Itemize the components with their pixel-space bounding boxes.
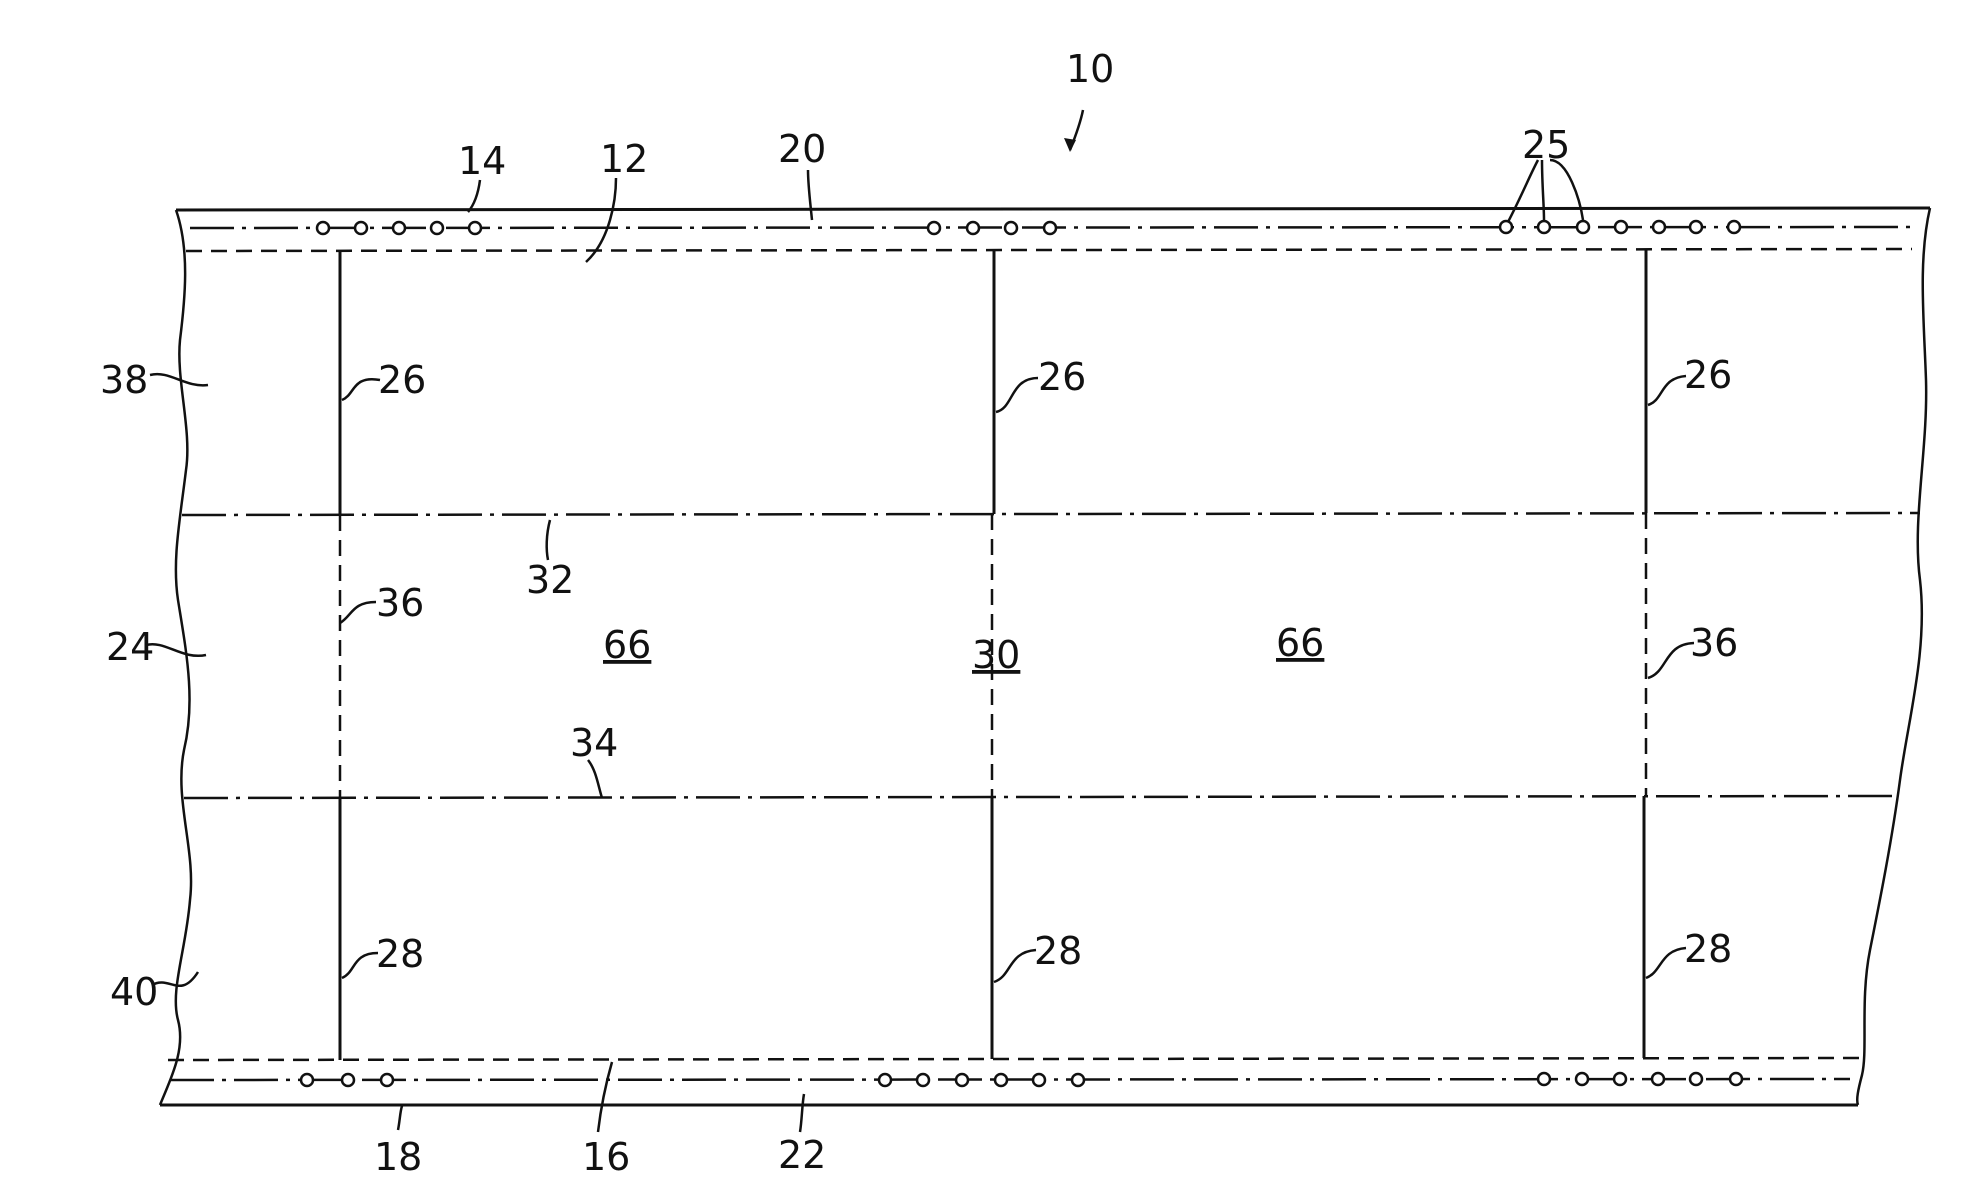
label-24: 24 [106, 625, 154, 669]
label-40: 40 [110, 970, 158, 1014]
leader-28a [342, 953, 378, 978]
sprocket-hole [917, 1074, 929, 1086]
sprocket-hole [301, 1074, 313, 1086]
left-torn-edge [160, 210, 191, 1105]
sprocket-hole [1576, 1073, 1588, 1085]
label-66-right: 66 [1276, 621, 1324, 665]
sprocket-hole [1044, 222, 1056, 234]
label-25: 25 [1522, 123, 1570, 167]
sprocket-hole [1615, 221, 1627, 233]
sprocket-hole [1033, 1074, 1045, 1086]
sprocket-hole [1690, 221, 1702, 233]
sprocket-hole [879, 1074, 891, 1086]
label-66-left: 66 [603, 623, 651, 667]
top-margin-perforation-line [186, 249, 1912, 251]
leader-24 [146, 644, 206, 656]
bottom-margin-strip [168, 1058, 1860, 1086]
reference-numerals: 10 14 12 20 25 38 26 26 26 32 36 24 66 3… [100, 47, 1738, 1179]
sprocket-hole [1577, 221, 1589, 233]
top-edge-line [176, 208, 1930, 210]
sprocket-hole [1653, 221, 1665, 233]
leader-25a [1508, 160, 1538, 222]
sprocket-hole [956, 1074, 968, 1086]
label-26-center: 26 [1038, 355, 1086, 399]
leader-16 [598, 1062, 612, 1132]
label-36-left: 36 [376, 581, 424, 625]
sprocket-hole [967, 222, 979, 234]
upper-cut-lines [340, 249, 1646, 515]
sprocket-hole [469, 222, 481, 234]
label-16: 16 [582, 1135, 630, 1179]
leader-40 [152, 972, 198, 986]
sprocket-hole [1728, 221, 1740, 233]
leader-18 [398, 1106, 402, 1130]
label-28-left: 28 [376, 932, 424, 976]
leader-32 [547, 520, 550, 560]
label-32: 32 [526, 558, 574, 602]
lower-cut-lines [340, 796, 1644, 1060]
leader-25c [1550, 160, 1583, 220]
leader-22 [800, 1094, 804, 1132]
label-10: 10 [1066, 47, 1114, 91]
label-26-right: 26 [1684, 353, 1732, 397]
bottom-margin-perforation-line [168, 1058, 1860, 1060]
sprocket-hole [1538, 1073, 1550, 1085]
sprocket-hole [381, 1074, 393, 1086]
leader-38 [150, 374, 208, 385]
sprocket-hole [393, 222, 405, 234]
leader-36a [340, 602, 376, 623]
label-18: 18 [374, 1135, 422, 1179]
leader-28c [1646, 948, 1686, 978]
label-38: 38 [100, 358, 148, 402]
sprocket-hole [1614, 1073, 1626, 1085]
label-22: 22 [778, 1133, 826, 1177]
label-28-right: 28 [1684, 927, 1732, 971]
leader-25b [1542, 160, 1544, 220]
sprocket-hole [355, 222, 367, 234]
sprocket-hole [1005, 222, 1017, 234]
arrowhead-10 [1064, 138, 1076, 152]
label-36-right: 36 [1690, 621, 1738, 665]
label-26-left: 26 [378, 358, 426, 402]
sprocket-hole [431, 222, 443, 234]
leader-26b [996, 378, 1038, 412]
sprocket-hole [1730, 1073, 1742, 1085]
label-12: 12 [600, 137, 648, 181]
leader-34 [588, 760, 602, 798]
leader-20 [808, 170, 812, 220]
sprocket-hole [1072, 1074, 1084, 1086]
sprocket-hole [928, 222, 940, 234]
sprocket-hole [1538, 221, 1550, 233]
leader-26c [1648, 376, 1686, 405]
leader-26a [342, 379, 380, 400]
label-20: 20 [778, 127, 826, 171]
label-28-center: 28 [1034, 929, 1082, 973]
bottom-margin-line [170, 1079, 1850, 1080]
upper-fold-line [182, 513, 1920, 515]
label-14: 14 [458, 139, 506, 183]
sprocket-hole [995, 1074, 1007, 1086]
leader-36b [1648, 643, 1694, 678]
sprocket-hole [317, 222, 329, 234]
right-torn-edge [1857, 208, 1930, 1105]
leader-14 [468, 180, 480, 212]
label-34: 34 [570, 721, 618, 765]
sprocket-hole [1690, 1073, 1702, 1085]
sprocket-hole [342, 1074, 354, 1086]
label-30: 30 [972, 633, 1020, 677]
sprocket-hole [1652, 1073, 1664, 1085]
leader-28b [994, 950, 1036, 982]
top-margin-strip [186, 221, 1912, 251]
sprocket-hole [1500, 221, 1512, 233]
